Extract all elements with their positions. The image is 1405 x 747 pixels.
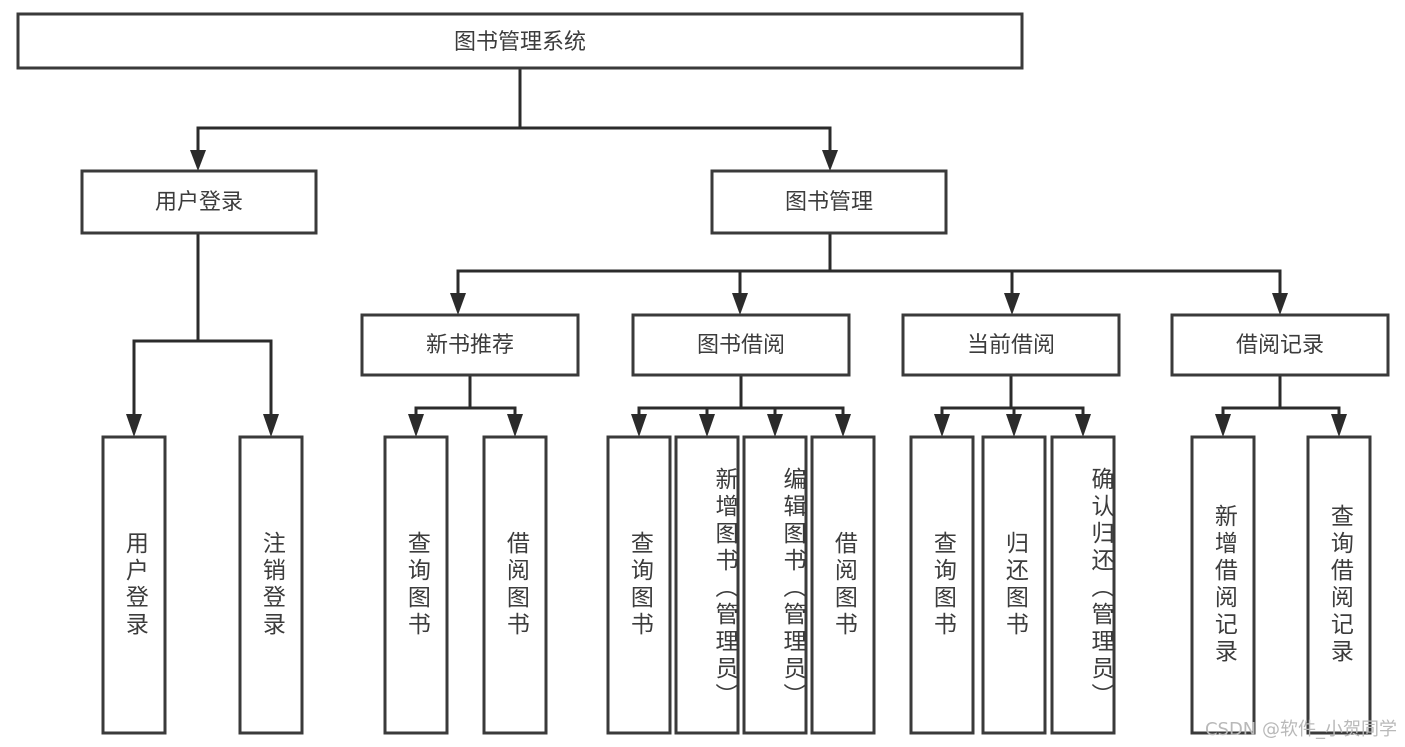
arrow-to-leaf-borrow-book-2 xyxy=(835,414,851,437)
leaf-box-leaf-add-record[interactable] xyxy=(1190,435,1256,735)
arrow-to-leaf-user-logout xyxy=(263,414,279,437)
arrow-to-leaf-add-record xyxy=(1215,414,1231,437)
node-book-borrow[interactable]: 图书借阅 xyxy=(631,313,851,377)
node-current-borrow-label: 当前借阅 xyxy=(967,333,1055,358)
node-layer: 图书管理系统 用户登录 图书管理 新书推荐 图书借阅 xyxy=(16,12,1390,735)
node-root[interactable]: 图书管理系统 xyxy=(16,12,1024,70)
node-user-login[interactable]: 用户登录 xyxy=(80,169,318,235)
node-new-book-rec[interactable]: 新书推荐 xyxy=(360,313,580,377)
leaf-box-leaf-edit-book[interactable] xyxy=(742,435,808,735)
leaf-box-leaf-user-login[interactable] xyxy=(101,435,167,735)
leaf-box-leaf-query-record[interactable] xyxy=(1306,435,1372,735)
node-root-label: 图书管理系统 xyxy=(454,30,586,55)
arrow-to-current-borrow xyxy=(1004,293,1020,315)
arrow-to-leaf-confirm-return xyxy=(1075,414,1091,437)
leaf-box-leaf-add-book[interactable] xyxy=(674,435,740,735)
arrow-to-leaf-return-book xyxy=(1006,414,1022,437)
leaf-box-leaf-query-book-2[interactable] xyxy=(606,435,672,735)
arrow-to-book-manage xyxy=(822,150,838,171)
node-new-book-rec-label: 新书推荐 xyxy=(426,333,514,358)
leaf-box-leaf-query-book-3[interactable] xyxy=(909,435,975,735)
arrow-to-book-borrow xyxy=(732,293,748,315)
leaf-box-leaf-borrow-book-1[interactable] xyxy=(482,435,548,735)
leaf-box-leaf-confirm-return[interactable] xyxy=(1050,435,1116,735)
leaf-box-layer xyxy=(101,435,1372,735)
csdn-watermark: CSDN @软件_小贺同学 xyxy=(1204,719,1397,740)
edge-layer xyxy=(126,66,1347,437)
leaf-box-leaf-borrow-book-2[interactable] xyxy=(810,435,876,735)
arrow-to-leaf-query-record xyxy=(1331,414,1347,437)
leaf-box-leaf-return-book[interactable] xyxy=(981,435,1047,735)
arrow-to-borrow-record xyxy=(1272,293,1288,315)
arrow-to-leaf-query-book-1 xyxy=(408,414,424,437)
arrow-to-leaf-user-login xyxy=(126,414,142,437)
node-current-borrow[interactable]: 当前借阅 xyxy=(901,313,1121,377)
arrow-to-leaf-borrow-book-1 xyxy=(507,414,523,437)
node-book-manage[interactable]: 图书管理 xyxy=(710,169,948,235)
arrow-to-leaf-query-book-3 xyxy=(934,414,950,437)
node-borrow-record[interactable]: 借阅记录 xyxy=(1170,313,1390,377)
arrow-to-user-login xyxy=(190,150,206,171)
leaf-box-leaf-user-logout[interactable] xyxy=(238,435,304,735)
node-borrow-record-label: 借阅记录 xyxy=(1236,333,1324,358)
arrow-to-new-book-rec xyxy=(450,293,466,315)
node-book-manage-label: 图书管理 xyxy=(785,190,873,215)
leaf-box-leaf-query-book-1[interactable] xyxy=(383,435,449,735)
arrow-to-leaf-edit-book xyxy=(767,414,783,437)
node-user-login-label: 用户登录 xyxy=(155,190,243,215)
node-book-borrow-label: 图书借阅 xyxy=(697,333,785,358)
arrow-to-leaf-query-book-2 xyxy=(631,414,647,437)
arrow-to-leaf-add-book xyxy=(699,414,715,437)
